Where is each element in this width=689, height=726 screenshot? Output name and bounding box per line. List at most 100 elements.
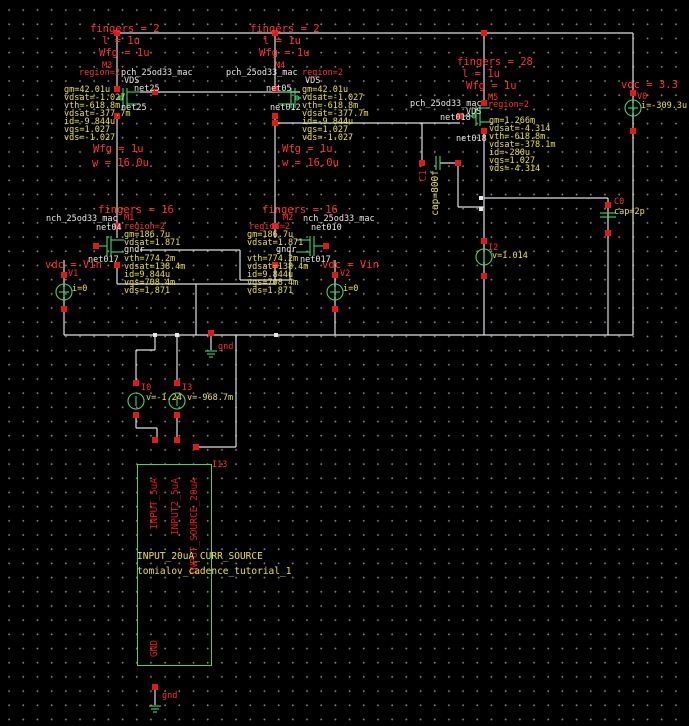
m4-fingers: fingers = 2 [250,23,320,35]
m5-param-2: vth=-618.8m [489,132,546,142]
m4-param-6: vds=-1.027 [302,133,354,143]
m1-fingers: fingers = 16 [98,204,174,216]
c1-name[interactable]: C1 [418,170,429,182]
block-pin-gnd[interactable]: GND [149,640,160,658]
v1-current: i=0 [72,284,88,294]
m3-wfg: Wfg = 1u [99,47,150,59]
m2-region: region=2 [249,222,290,232]
m5-instance[interactable]: M5 [488,93,499,103]
m3-param-1: vdsat=-1.027 [64,93,126,103]
v2-name[interactable]: V2 [340,269,351,279]
m4-vds-tag: VDS [305,76,321,86]
m4-wfg: Wfg = 1u [259,47,310,59]
m3-param-6: vds=-1.027 [64,133,116,143]
v0-value: vdc = 3.3 [621,79,678,91]
m5-param-4: id=-280u [489,148,530,158]
m2-param-6: vds=1.871 [247,286,294,296]
m5-model: pch_25od33_mac [410,99,482,109]
m2-gnd-tag: gndr [276,245,297,255]
m5-fingers: fingers = 28 [457,56,533,68]
i0-name[interactable]: I0 [141,383,152,393]
m1-net-top: net04 [96,223,122,233]
m5-param-0: gm=1.266m [489,116,536,126]
m5-net-top: net018 [440,113,471,123]
m3-region: region=2 [79,68,120,78]
m3-fingers: fingers = 2 [90,23,160,35]
v0-current: i=-309.3u [641,101,688,111]
m4-net-bottom: net012 [270,103,301,113]
m3-net-top: net25 [134,84,160,94]
m1-param-3: vdsat=138.4m [124,262,186,272]
block-pin-input-5ua[interactable]: INPUT_5uA [149,478,160,530]
m4-param-4: id=-9.844u [302,117,354,127]
m3-param-4: id=-9.844u [64,117,116,127]
m2-param-0: gm=186.7u [247,230,294,240]
block-library-name: tomialov_cadence_tutorial_1 [137,566,292,577]
gnd-label: gnd [218,342,234,352]
m1-param-1: vdsat=1.871 [124,238,181,248]
m3-w: w = 16.0u [92,157,149,169]
v2-value: vdc = Vin [322,259,379,271]
m3-param-3: vdsat=-377.7m [64,109,131,119]
m5-param-5: vgs=1.027 [489,156,536,166]
v2-current: i=0 [343,284,359,294]
m2-param-3: vdsat=138.4m [247,262,309,272]
m4-param-2: vth=-618.8m [302,101,359,111]
i2-name[interactable]: I2 [488,243,499,253]
m1-param-6: vds=1.871 [124,286,171,296]
m3-wfg-2: Wfg = 1u [93,143,144,155]
m5-param-3: vdsat=-378.1m [489,140,556,150]
current-source-block[interactable] [137,464,212,666]
m4-wfg-2: Wfg = 1u [282,143,333,155]
m4-w: w = 16.0u [282,157,339,169]
i3-value: v=-968.7m [187,393,234,403]
m2-instance[interactable]: M2 [283,213,294,223]
m4-l: l = 1u [263,35,301,47]
i3-name[interactable]: I3 [182,383,193,393]
m2-model: nch_25od33_mac [303,214,375,224]
c0-value: cap=2p [614,207,645,217]
block-gnd-label: gnd [162,691,178,701]
m5-l: l = 1u [462,68,500,80]
m1-param-4: id=9.844u [124,270,171,280]
m2-param-4: id=9.844u [247,270,294,280]
m5-wfg: Wfg = 1u [466,80,517,92]
m1-param-5: vgs=708.4m [124,278,176,288]
m2-fingers: fingers = 16 [262,204,338,216]
m1-param-0: gm=186.7u [124,230,171,240]
m2-param-2: vth=774.2m [247,254,299,264]
m3-vds-tag: VDS [124,76,140,86]
m2-net-top: net010 [311,223,342,233]
m1-model: nch_25od33_mac [46,214,118,224]
m3-model: pch_25od33_mac [121,68,193,78]
m3-net-bottom: net25 [121,103,147,113]
v1-value: vdc = Vin [45,259,102,271]
m2-param-1: vdsat=1.871 [247,238,304,248]
m3-param-0: gm=42.01u [64,85,111,95]
m1-region: region=2 [124,222,165,232]
m5-vds-tag: VDS [466,107,482,117]
v0-name[interactable]: V0 [637,92,648,102]
block-pin-input2-5ua[interactable]: INPUT2_5uA [170,478,181,536]
m4-param-1: vdsat=-1.027 [302,93,364,103]
c0-name[interactable]: C0 [614,197,625,207]
m4-region: region=2 [302,68,343,78]
m4-param-5: vgs=1.027 [302,125,349,135]
m4-net-top: net05 [266,84,292,94]
i2-value: v=1.014 [492,251,528,261]
v1-name[interactable]: V1 [68,269,79,279]
m3-instance[interactable]: M3 [102,61,113,71]
m1-instance[interactable]: M1 [124,213,135,223]
block-instance: I13 [212,460,228,470]
m1-gnd-tag: gndr [124,245,145,255]
m1-net-bottom: net017 [88,255,119,265]
m4-instance[interactable]: M4 [275,61,286,71]
m2-net-bottom: net017 [300,255,331,265]
m2-param-5: vgs=708.4m [247,278,299,288]
m3-l: l = 1u [102,35,140,47]
m4-param-3: vdsat=-377.7m [302,109,369,119]
m3-param-2: vth=-618.8m [64,101,121,111]
m3-param-5: vgs=1.027 [64,125,111,135]
